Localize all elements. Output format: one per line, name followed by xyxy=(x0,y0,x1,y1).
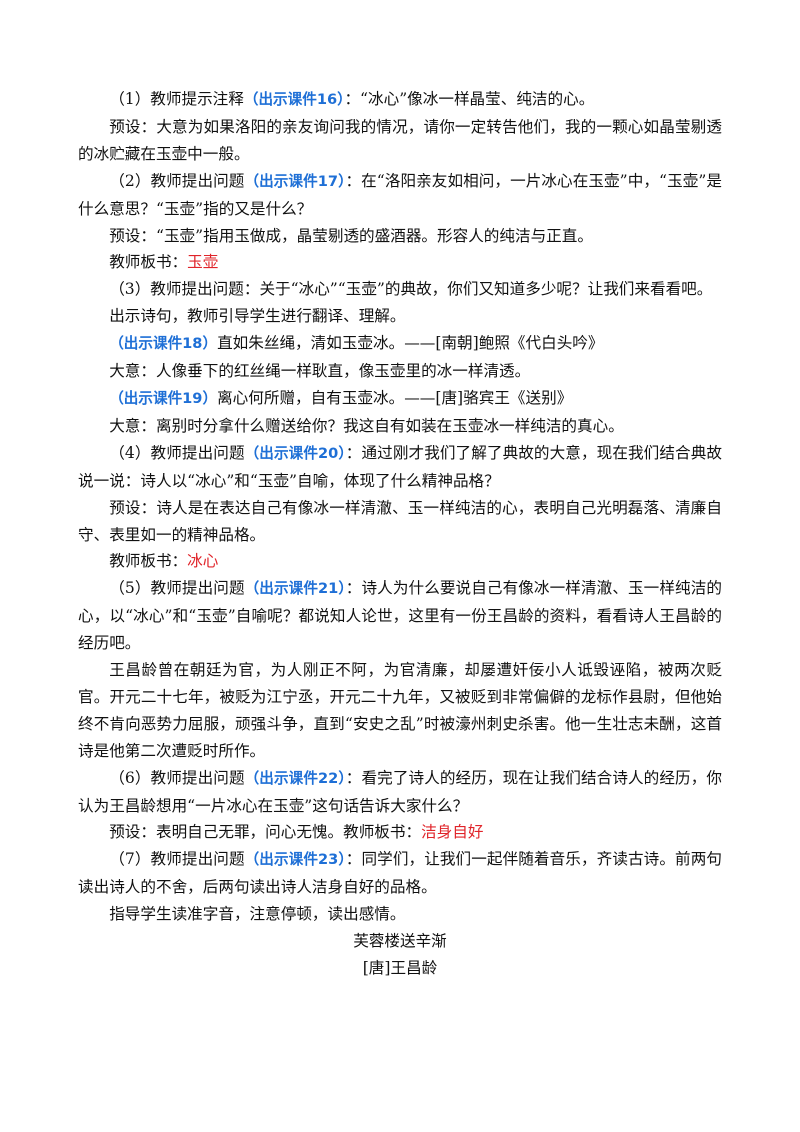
courseware-ref: （出示课件22） xyxy=(244,769,346,787)
paragraph-text: （6）教师提出问题 xyxy=(109,768,245,787)
paragraph-p9: 大意：人像垂下的红丝绳一样耿直，像玉壶里的冰一样清透。 xyxy=(78,358,722,385)
paragraph-text: 预设：大意为如果洛阳的亲友询问我的情况，请你一定转告他们，我的一颗心如晶莹剔透的… xyxy=(78,117,722,163)
paragraph-text: ：诗人为什么要说自己有像冰一样清澈、玉一样纯洁的心，以“冰心”和“玉壶”自喻呢？… xyxy=(78,579,722,653)
paragraph-text: 预设：“玉壶”指用玉做成，晶莹剔透的盛酒器。形容人的纯洁与正直。 xyxy=(109,226,593,245)
courseware-ref: （出示课件17） xyxy=(244,172,346,190)
paragraph-text: 大意：人像垂下的红丝绳一样耿直，像玉壶里的冰一样清透。 xyxy=(109,362,531,381)
paragraph-p18: 预设：表明自己无罪，问心无愧。教师板书：洁身自好 xyxy=(78,819,722,846)
document-body: （1）教师提示注释（出示课件16）：“冰心”像冰一样晶莹、纯洁的心。预设：大意为… xyxy=(78,86,722,982)
board-note: 洁身自好 xyxy=(421,823,484,842)
paragraph-p10: （出示课件19）离心何所赠，自有玉壶冰。——[唐]骆宾王《送别》 xyxy=(78,385,722,413)
paragraph-text: 直如朱丝绳，清如玉壶冰。——[南朝]鲍照《代白头吟》 xyxy=(217,334,604,353)
paragraph-text: ：“冰心”像冰一样晶莹、纯洁的心。 xyxy=(344,90,595,108)
paragraph-text: ：通过刚才我们了解了典故的大意，现在我们结合典故说一说：诗人以“冰心”和“玉壶”… xyxy=(78,443,722,490)
paragraph-text: 王昌龄曾在朝廷为官，为人刚正不阿，为官清廉，却屡遭奸佞小人诋毁诬陷，被两次贬官。… xyxy=(78,661,722,760)
paragraph-p20: 指导学生读准字音，注意停顿，读出感情。 xyxy=(78,901,722,928)
paragraph-p6: （3）教师提出问题：关于“冰心”“玉壶”的典故，你们又知道多少呢？让我们来看看吧… xyxy=(78,276,722,303)
paragraph-p8: （出示课件18）直如朱丝绳，清如玉壶冰。——[南朝]鲍照《代白头吟》 xyxy=(78,330,722,358)
paragraph-list: （1）教师提示注释（出示课件16）：“冰心”像冰一样晶莹、纯洁的心。预设：大意为… xyxy=(78,86,722,928)
paragraph-text: （7）教师提出问题 xyxy=(109,850,245,869)
poem-author: [唐]王昌龄 xyxy=(362,959,438,977)
paragraph-p3: （2）教师提出问题（出示课件17）：在“洛阳亲友如相问，一片冰心在玉壶”中，“玉… xyxy=(78,168,722,223)
paragraph-text: 指导学生读准字音，注意停顿，读出感情。 xyxy=(109,905,406,924)
poem-title: 芙蓉楼送辛渐 xyxy=(353,932,447,951)
paragraph-text: 离心何所赠，自有玉壶冰。——[唐]骆宾王《送别》 xyxy=(217,388,573,407)
paragraph-text: （1）教师提示注释 xyxy=(109,90,244,108)
paragraph-p16: 王昌龄曾在朝廷为官，为人刚正不阿，为官清廉，却屡遭奸佞小人诋毁诬陷，被两次贬官。… xyxy=(78,657,722,765)
paragraph-p1: （1）教师提示注释（出示课件16）：“冰心”像冰一样晶莹、纯洁的心。 xyxy=(78,86,722,114)
paragraph-text: ：看完了诗人的经历，现在让我们结合诗人的经历，你认为王昌龄想用“一片冰心在玉壶”… xyxy=(78,768,722,815)
paragraph-p4: 预设：“玉壶”指用玉做成，晶莹剔透的盛酒器。形容人的纯洁与正直。 xyxy=(78,223,722,250)
paragraph-text: 出示诗句，教师引导学生进行翻译、理解。 xyxy=(109,307,406,326)
paragraph-text: （2）教师提出问题 xyxy=(109,171,245,190)
paragraph-p19: （7）教师提出问题（出示课件23）：同学们，让我们一起伴随着音乐，齐读古诗。前两… xyxy=(78,846,722,901)
paragraph-text: ：在“洛阳亲友如相问，一片冰心在玉壶”中，“玉壶”是什么意思？“玉壶”指的又是什… xyxy=(78,171,723,218)
paragraph-text: 预设：表明自己无罪，问心无愧。教师板书： xyxy=(109,823,422,842)
paragraph-p15: （5）教师提出问题（出示课件21）：诗人为什么要说自己有像冰一样清澈、玉一样纯洁… xyxy=(78,575,722,657)
courseware-ref: （出示课件21） xyxy=(244,580,346,598)
courseware-ref: （出示课件18） xyxy=(109,335,218,353)
paragraph-text: 教师板书： xyxy=(109,552,188,571)
paragraph-p5: 教师板书：玉壶 xyxy=(78,249,722,276)
paragraph-p11: 大意：离别时分拿什么赠送给你？我这自有如装在玉壶冰一样纯洁的真心。 xyxy=(78,413,722,440)
courseware-ref: （出示课件23） xyxy=(244,851,346,869)
paragraph-text: （3）教师提出问题：关于“冰心”“玉壶”的典故，你们又知道多少呢？让我们来看看吧… xyxy=(109,280,713,299)
paragraph-p17: （6）教师提出问题（出示课件22）：看完了诗人的经历，现在让我们结合诗人的经历，… xyxy=(78,765,722,820)
courseware-ref: （出示课件20） xyxy=(244,444,346,462)
paragraph-p14: 教师板书：冰心 xyxy=(78,548,722,575)
paragraph-text: 大意：离别时分拿什么赠送给你？我这自有如装在玉壶冰一样纯洁的真心。 xyxy=(109,416,624,435)
paragraph-text: （4）教师提出问题 xyxy=(109,443,245,462)
board-note: 冰心 xyxy=(187,552,219,571)
courseware-ref: （出示课件16） xyxy=(243,91,345,108)
paragraph-text: 教师板书： xyxy=(109,253,188,272)
paragraph-p2: 预设：大意为如果洛阳的亲友询问我的情况，请你一定转告他们，我的一颗心如晶莹剔透的… xyxy=(78,114,722,168)
paragraph-p7: 出示诗句，教师引导学生进行翻译、理解。 xyxy=(78,303,722,330)
paragraph-text: 预设：诗人是在表达自己有像冰一样清澈、玉一样纯洁的心，表明自己光明磊落、清廉自守… xyxy=(78,498,722,544)
paragraph-text: （5）教师提出问题 xyxy=(109,579,245,598)
paragraph-p12: （4）教师提出问题（出示课件20）：通过刚才我们了解了典故的大意，现在我们结合典… xyxy=(78,440,722,495)
paragraph-p13: 预设：诗人是在表达自己有像冰一样清澈、玉一样纯洁的心，表明自己光明磊落、清廉自守… xyxy=(78,495,722,549)
courseware-ref: （出示课件19） xyxy=(109,389,218,407)
board-note: 玉壶 xyxy=(187,253,219,272)
paragraph-text: ：同学们，让我们一起伴随着音乐，齐读古诗。前两句读出诗人的不舍，后两句读出诗人洁… xyxy=(78,850,722,897)
